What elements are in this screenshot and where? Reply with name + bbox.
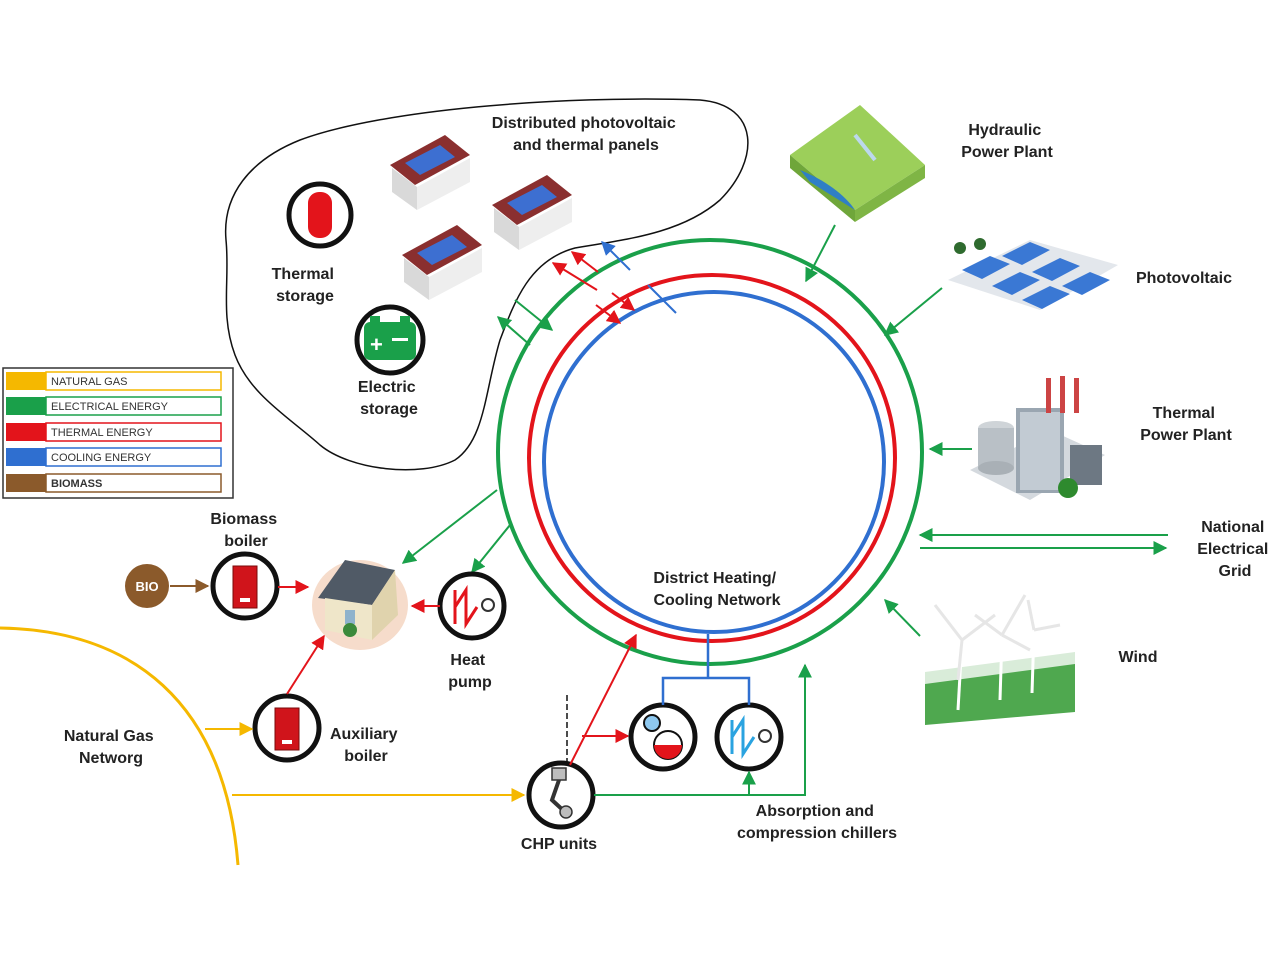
biomass-source: BIO: [125, 564, 169, 608]
absorption-chiller-icon: [628, 702, 698, 772]
biomass-boiler-icon: [210, 551, 280, 621]
heat-pump-icon: [437, 571, 507, 641]
legend-item-electrical-energy: ELECTRICAL ENERGY: [6, 396, 222, 416]
thermal-flow-arrow: [595, 304, 622, 324]
label-thermal-plant: Thermal Power Plant: [1140, 405, 1232, 444]
pv-house-icon: [390, 135, 470, 210]
legend-label-thermal-energy: THERMAL ENERGY: [51, 427, 153, 439]
thermal-plant-icon: [970, 376, 1105, 500]
label-photovoltaic: Photovoltaic: [1136, 270, 1232, 287]
legend-item-cooling-energy: COOLING ENERGY: [6, 447, 222, 467]
electric-flow-arrow: [496, 316, 531, 346]
wind-farm-icon: [925, 594, 1075, 725]
chp-unit-icon: [526, 760, 596, 830]
legend-label-natural-gas: NATURAL GAS: [51, 376, 127, 388]
thermal-storage-icon: [286, 181, 354, 249]
ring-to-heat-pump-arrow: [471, 524, 511, 574]
cooling-ring: [542, 290, 886, 634]
label-national-grid: National Electrical Grid: [1197, 519, 1273, 580]
label-biomass-boiler: Biomass boiler: [210, 511, 281, 550]
electrical-ring: [496, 238, 924, 666]
label-natural-gas-network: Natural Gas Networg: [64, 728, 158, 767]
legend-item-biomass: BIOMASS: [6, 473, 222, 493]
natural-gas-network-line: [0, 626, 240, 866]
pv-house-icon: [402, 225, 482, 300]
house-icon: [312, 560, 408, 650]
legend-item-natural-gas: NATURAL GAS: [6, 371, 222, 391]
compression-chiller-icon: [714, 702, 784, 772]
auxiliary-boiler-icon: [252, 693, 322, 763]
thermal-flow-arrow: [611, 292, 636, 311]
electric-flow-arrow: [514, 299, 554, 331]
hydraulic-plant-icon: [790, 105, 925, 222]
hydraulic-to-grid-arrow: [805, 224, 836, 283]
thermal-flow-arrow: [570, 251, 599, 273]
ring-to-house-arrow: [401, 489, 498, 564]
label-electric-storage: Electric storage: [358, 379, 420, 418]
label-auxiliary-boiler: Auxiliary boiler: [330, 726, 402, 765]
legend-item-thermal-energy: THERMAL ENERGY: [6, 422, 222, 442]
wind-to-grid-arrow: [884, 598, 921, 637]
chillers-to-cooling-ring-line: [661, 634, 751, 705]
battery-icon: +: [354, 304, 426, 376]
label-network: District Heating/ Cooling Network: [653, 570, 780, 609]
cooling-flow-line: [647, 284, 677, 314]
label-thermal-storage: Thermal storage: [272, 266, 339, 305]
chp-heat-to-ring-arrow: [569, 633, 637, 766]
pv-house-icon: [492, 175, 572, 250]
label-heat-pump: Heat pump: [448, 652, 492, 691]
svg-text:+: +: [370, 332, 383, 357]
pv-field-icon: [948, 238, 1118, 310]
distributed-area-outline: [224, 98, 749, 471]
label-chp-units: CHP units: [521, 836, 597, 853]
label-wind: Wind: [1119, 649, 1158, 666]
legend-label-electrical-energy: ELECTRICAL ENERGY: [51, 401, 169, 413]
bio-label: BIO: [135, 579, 158, 594]
label-distributed-panels: Distributed photovoltaic and thermal pan…: [492, 115, 680, 154]
thermal-ring: [527, 273, 897, 643]
cooling-flow-arrow: [601, 241, 631, 271]
legend-label-biomass: BIOMASS: [51, 478, 102, 490]
legend-label-cooling-energy: COOLING ENERGY: [51, 452, 152, 464]
label-hydraulic-plant: Hydraulic Power Plant: [961, 122, 1053, 161]
pv-to-grid-arrow: [883, 287, 943, 336]
label-chillers: Absorption and compression chillers: [737, 803, 897, 842]
aux-boiler-to-house-arrow: [286, 634, 325, 695]
thermal-flow-arrow: [551, 262, 598, 291]
legend: NATURAL GAS ELECTRICAL ENERGY THERMAL EN…: [2, 367, 234, 499]
chp-power-to-ring-arrow: [594, 663, 812, 796]
